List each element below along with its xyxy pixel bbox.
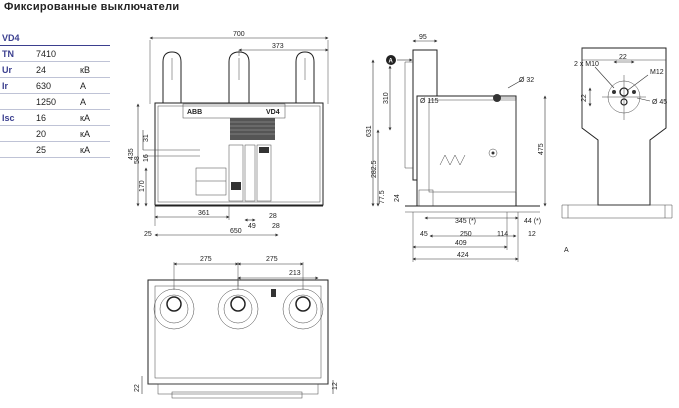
svg-text:Ø 115: Ø 115 [420,98,439,105]
side-view: A 95 Ø 32 Ø 115 310 631 475 282.5 77.5 2… [366,34,547,262]
svg-text:49: 49 [248,223,256,230]
svg-text:44 (*): 44 (*) [524,218,541,225]
svg-text:28: 28 [272,223,280,230]
svg-text:435: 435 [128,148,135,160]
svg-text:Ø 32: Ø 32 [519,77,534,84]
front-view: ABB VD4 700 373 435 31 58 16 [128,31,329,238]
svg-text:12: 12 [528,231,536,238]
svg-text:12: 12 [332,382,339,390]
svg-text:424: 424 [457,252,469,259]
svg-text:A: A [389,59,394,65]
svg-text:282.5: 282.5 [371,160,378,178]
svg-text:77.5: 77.5 [379,190,386,204]
svg-text:631: 631 [366,125,373,137]
svg-text:22: 22 [134,384,141,392]
bushing-left [153,288,195,330]
side-body [416,95,517,207]
svg-text:250: 250 [460,231,472,238]
svg-text:114: 114 [497,231,508,238]
svg-text:24: 24 [394,194,401,202]
svg-text:650: 650 [230,228,242,235]
svg-text:95: 95 [419,34,427,41]
svg-text:700: 700 [233,31,245,38]
model-label: VD4 [266,109,280,116]
svg-text:170: 170 [139,180,146,192]
svg-text:M12: M12 [650,69,664,76]
top-body [147,279,329,385]
svg-text:25: 25 [144,231,152,238]
svg-text:22: 22 [619,54,627,61]
svg-text:361: 361 [198,210,210,217]
svg-text:373: 373 [272,43,284,50]
svg-text:475: 475 [538,143,545,155]
svg-text:213: 213 [289,270,301,277]
svg-text:409: 409 [455,240,467,247]
detail-label: A [564,247,569,254]
detail-view-a: 22 2 x M10 M12 22 Ø 45 A [561,47,673,254]
spec-header: VD4 [0,30,110,46]
svg-text:45: 45 [420,231,428,238]
view-a-marker [386,55,396,65]
svg-text:Ø 45: Ø 45 [652,99,667,106]
svg-text:31: 31 [143,134,150,142]
mechanism-area [230,118,275,140]
page-title: Фиксированные выключатели [4,1,180,13]
indicator-window [195,167,227,196]
svg-text:345 (*): 345 (*) [455,218,476,225]
brand-label: ABB [187,109,202,116]
svg-text:275: 275 [200,256,212,263]
svg-text:28: 28 [269,213,277,220]
svg-text:22: 22 [581,94,588,102]
svg-text:16: 16 [143,154,150,162]
svg-text:2 x M10: 2 x M10 [574,61,599,68]
svg-text:58: 58 [134,156,141,164]
svg-text:310: 310 [383,92,390,104]
svg-text:275: 275 [266,256,278,263]
top-view: 275 275 213 22 12 [134,256,339,399]
